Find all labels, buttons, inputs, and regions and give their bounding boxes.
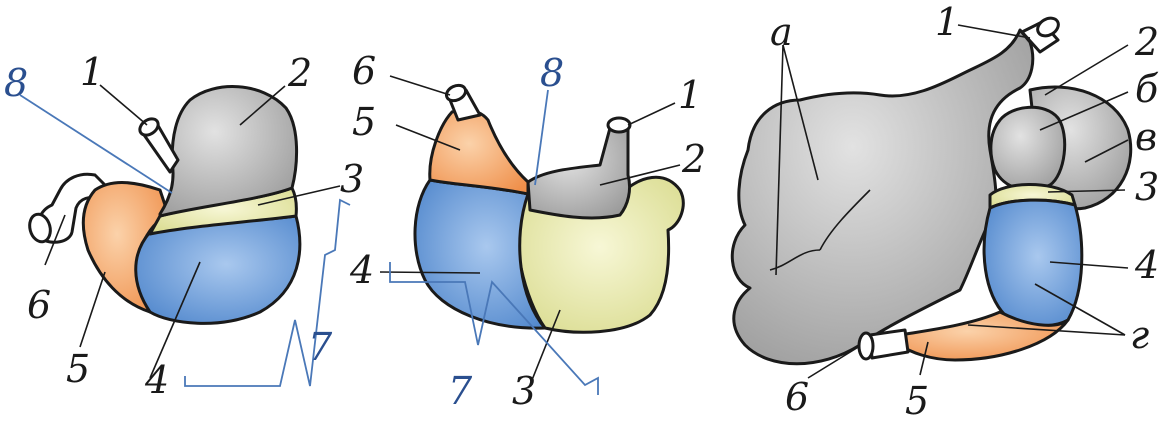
right-liver [732, 30, 1032, 364]
figure-left: 1 2 3 4 5 6 7 8 [4, 50, 364, 402]
middle-label-7: 7 [448, 369, 473, 413]
left-label-2: 2 [287, 51, 312, 95]
left-label-3: 3 [340, 157, 364, 201]
middle-label-4: 4 [349, 248, 374, 292]
right-label-v: в [1135, 115, 1157, 159]
right-label-a: а [770, 10, 793, 54]
middle-esophagus-end [608, 118, 630, 132]
left-label-7: 7 [308, 325, 333, 369]
right-label-2: 2 [1134, 20, 1159, 64]
right-label-6: 6 [785, 375, 809, 419]
middle-label-8: 8 [540, 51, 564, 95]
middle-fundus [528, 126, 630, 218]
right-label-5: 5 [905, 379, 929, 423]
left-label-4: 4 [144, 358, 169, 402]
right-label-b: б [1135, 67, 1159, 111]
middle-label-5: 5 [352, 100, 376, 144]
right-duodenum [870, 330, 908, 358]
right-gray-blob [991, 107, 1065, 190]
left-label-1: 1 [80, 50, 104, 94]
right-duodenum-end [859, 333, 873, 359]
middle-label-6: 6 [352, 49, 376, 93]
left-label-8: 8 [4, 61, 28, 105]
middle-label-3: 3 [512, 369, 536, 413]
middle-label-1: 1 [678, 73, 702, 117]
left-label-6: 6 [27, 283, 51, 327]
middle-pylorus [430, 110, 528, 194]
right-label-4: 4 [1134, 243, 1159, 287]
figure-middle: 6 5 8 1 2 4 7 3 [349, 49, 706, 413]
figure-right: а 1 2 б в 3 4 г 6 5 [732, 0, 1159, 423]
middle-label-2: 2 [681, 137, 706, 181]
left-label-5: 5 [66, 347, 90, 391]
right-label-3: 3 [1135, 165, 1159, 209]
right-label-1: 1 [935, 0, 959, 44]
right-label-g: г [1130, 313, 1149, 357]
